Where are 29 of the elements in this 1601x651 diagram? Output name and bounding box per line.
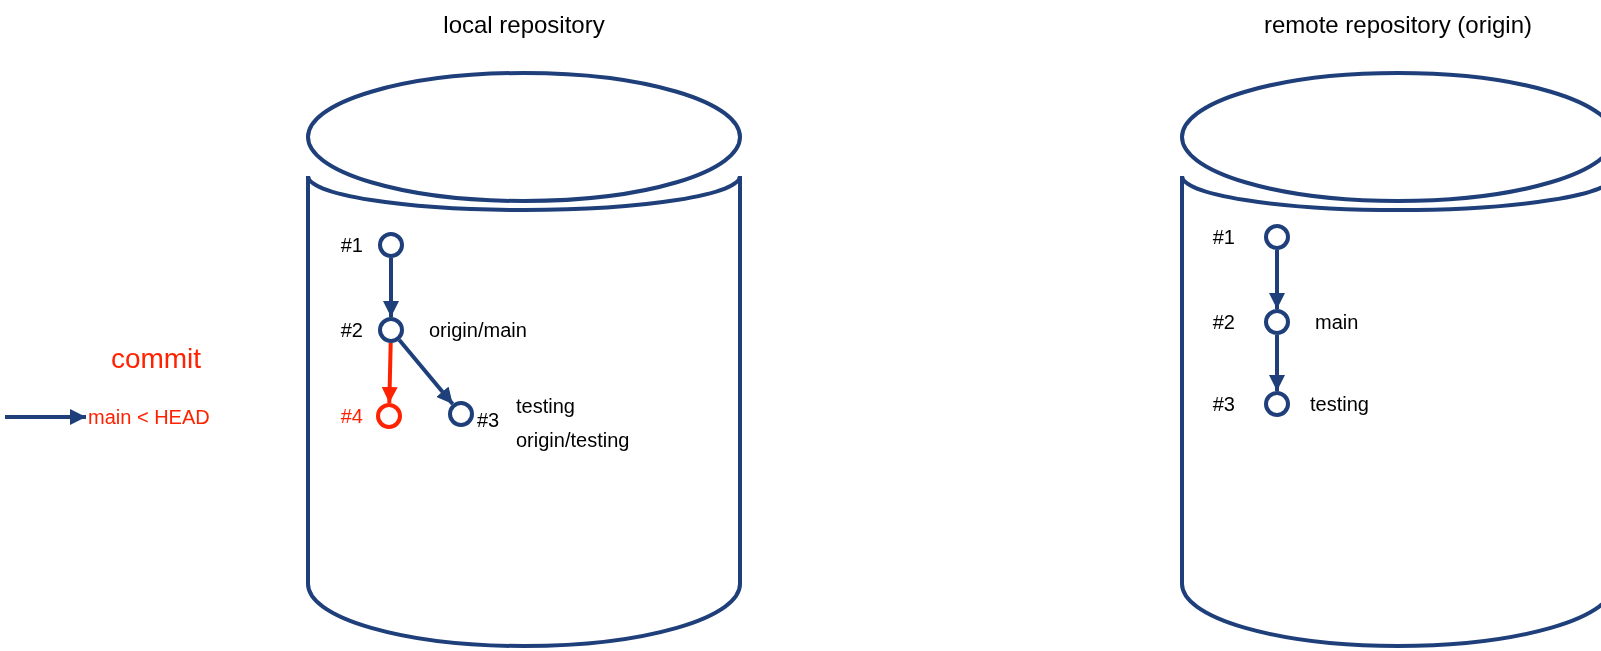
commit-label: #1 xyxy=(339,235,363,255)
branch-label: main < HEAD xyxy=(88,407,210,427)
commit-circle xyxy=(376,403,402,429)
arrow xyxy=(1269,335,1285,391)
commit-label: #2 xyxy=(339,320,363,340)
commit-label: #3 xyxy=(1211,394,1235,414)
commit-label: #1 xyxy=(1211,227,1235,247)
branch-label: origin/testing xyxy=(516,430,630,450)
arrow xyxy=(383,258,399,317)
arrow xyxy=(397,338,455,406)
arrow xyxy=(381,342,398,404)
commit-circle xyxy=(1264,224,1290,250)
branch-label: testing xyxy=(516,396,575,416)
branch-label: main xyxy=(1315,312,1359,332)
repository-title: local repository xyxy=(443,13,605,37)
commit-label: #2 xyxy=(1211,312,1235,332)
branch-label: testing xyxy=(1310,394,1369,414)
commit-circle xyxy=(378,317,404,343)
action-label: commit xyxy=(110,345,202,373)
commit-label: #3 xyxy=(477,410,500,430)
commit-circle xyxy=(378,232,404,258)
repository-title: remote repository (origin) xyxy=(1263,13,1533,37)
commit-circle xyxy=(448,401,474,427)
commit-label: #4 xyxy=(339,406,363,426)
arrow xyxy=(1269,250,1285,309)
arrow xyxy=(5,409,86,425)
commit-circle xyxy=(1264,391,1290,417)
commit-circle xyxy=(1264,309,1290,335)
branch-label: origin/main xyxy=(429,320,527,340)
